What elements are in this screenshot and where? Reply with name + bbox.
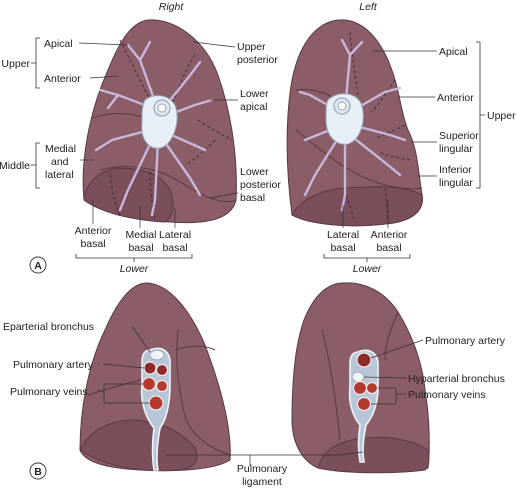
- label-right-medial-basal-1: Medial: [126, 229, 157, 241]
- label-right-lateral-basal-1: Lateral: [159, 229, 191, 241]
- label-right-upper: Upper: [1, 58, 30, 70]
- label-lower-posterior-basal-2: posterior: [240, 179, 281, 191]
- label-left-superior-lingular-1: Superior: [439, 130, 479, 142]
- label-left-anterior-basal-1: Anterior: [371, 229, 408, 241]
- panel-b-marker-circle: [29, 462, 47, 480]
- hyparterial-bronchus-shape: [351, 371, 365, 383]
- bracket-right-middle: [31, 142, 40, 189]
- label-left-lateral-basal-1: Lateral: [327, 229, 359, 241]
- label-right-medial-1: Medial: [45, 143, 76, 155]
- left-oblique-fissure: [295, 129, 423, 190]
- label-right-anterior-basal-1: Anterior: [75, 225, 112, 237]
- right-pulmonary-artery-shape: [143, 361, 157, 375]
- label-left-pulmonary-artery: Pulmonary artery: [425, 335, 506, 347]
- left-pulmonary-vein-shape: [352, 380, 368, 396]
- side-label-right: Right: [159, 1, 185, 13]
- right-lung-medial-view: [79, 282, 231, 472]
- left-pulmonary-artery-shape: [356, 352, 372, 368]
- label-upper-posterior-1: Upper: [237, 41, 266, 53]
- label-left-pulmonary-veins: Pulmonary veins: [408, 389, 486, 401]
- label-left-inferior-lingular-2: lingular: [439, 177, 473, 189]
- right-lung-lateral-view: [82, 19, 237, 224]
- panel-a-marker-circle: [29, 256, 47, 274]
- label-right-pulmonary-veins: Pulmonary veins: [10, 386, 88, 398]
- label-left-apical: Apical: [439, 46, 468, 58]
- label-left-anterior-basal-2: basal: [376, 242, 401, 254]
- bracket-right-upper: [31, 37, 40, 89]
- left-lung-lateral-view: [286, 19, 423, 227]
- label-right-medial-2: and: [51, 156, 69, 168]
- label-right-lateral-basal-2: basal: [162, 242, 187, 254]
- panel-b-marker: B: [34, 466, 42, 478]
- left-lung-medial-view: [291, 282, 430, 474]
- label-right-pulmonary-artery: Pulmonary artery: [13, 359, 94, 371]
- bracket-left-lower: [323, 254, 411, 262]
- label-left-lateral-basal-2: basal: [330, 242, 355, 254]
- side-label-left: Left: [359, 1, 378, 13]
- label-left-lower: Lower: [353, 263, 382, 275]
- label-right-anterior-basal-2: basal: [80, 238, 105, 250]
- label-left-anterior: Anterior: [437, 92, 474, 104]
- right-pulmonary-vein-shape: [141, 376, 157, 392]
- panel-a-marker: A: [34, 260, 42, 272]
- label-lower-posterior-basal-1: Lower: [240, 166, 269, 178]
- label-pulmonary-ligament-1: Pulmonary: [237, 463, 288, 475]
- right-oblique-fissure: [99, 165, 237, 203]
- label-pulmonary-ligament-2: ligament: [242, 476, 282, 488]
- label-hyparterial-bronchus: Hyparterial bronchus: [408, 373, 505, 385]
- right-lower-lobe-front: [83, 167, 174, 223]
- label-right-middle: Middle: [0, 160, 30, 172]
- label-upper-posterior-2: posterior: [237, 54, 278, 66]
- label-lower-posterior-basal-3: basal: [240, 192, 265, 204]
- label-eparterial-bronchus: Eparterial bronchus: [3, 321, 94, 333]
- label-lower-apical-1: Lower: [240, 88, 269, 100]
- label-left-inferior-lingular-1: Inferior: [439, 164, 472, 176]
- bracket-right-lower: [75, 254, 193, 262]
- eparterial-bronchus-shape: [149, 349, 165, 361]
- label-right-medial-basal-2: basal: [128, 242, 153, 254]
- label-right-apical: Apical: [44, 38, 73, 50]
- label-left-superior-lingular-2: lingular: [439, 143, 473, 155]
- label-lower-apical-2: apical: [240, 101, 267, 113]
- label-right-anterior: Anterior: [44, 73, 81, 85]
- right-horizontal-fissure: [91, 113, 146, 119]
- left-lower-lobe-front: [291, 186, 423, 227]
- label-left-upper: Upper: [487, 110, 516, 122]
- bracket-left-upper: [476, 41, 485, 189]
- label-right-medial-3: lateral: [45, 169, 74, 181]
- label-right-lower: Lower: [120, 263, 149, 275]
